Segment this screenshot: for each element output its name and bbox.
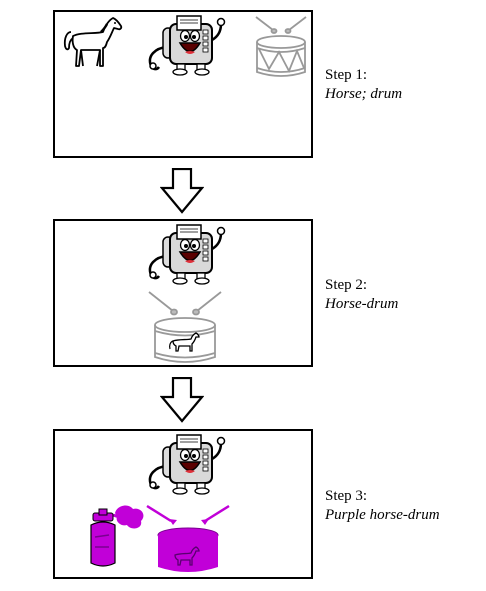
fax-machine-character [137,223,229,285]
fax-machine-character [137,433,229,495]
step-2-panel [53,219,313,367]
step-1-number: Step 1: [325,67,368,83]
step-2-number: Step 2: [325,277,368,293]
step-1-name: Horse; drum [325,86,403,102]
step-3-number: Step 3: [325,488,368,504]
down-arrow-1 [160,168,204,214]
horse-icon [63,17,123,67]
down-arrow-2 [160,377,204,423]
fax-machine-character [137,14,229,76]
step-3-panel [53,429,313,579]
spray-paint-icon [90,505,144,567]
horse-drum-icon [148,291,222,363]
step-3-name: Purple horse-drum [325,507,440,523]
purple-horse-drum-icon [146,504,230,572]
step-2-name: Horse-drum [325,296,399,312]
step-1-label: Step 1: Horse; drum [325,66,402,104]
drum-icon [255,16,307,77]
step-3-label: Step 3: Purple horse-drum [325,487,440,525]
step-1-panel [53,10,313,158]
step-2-label: Step 2: Horse-drum [325,276,398,314]
